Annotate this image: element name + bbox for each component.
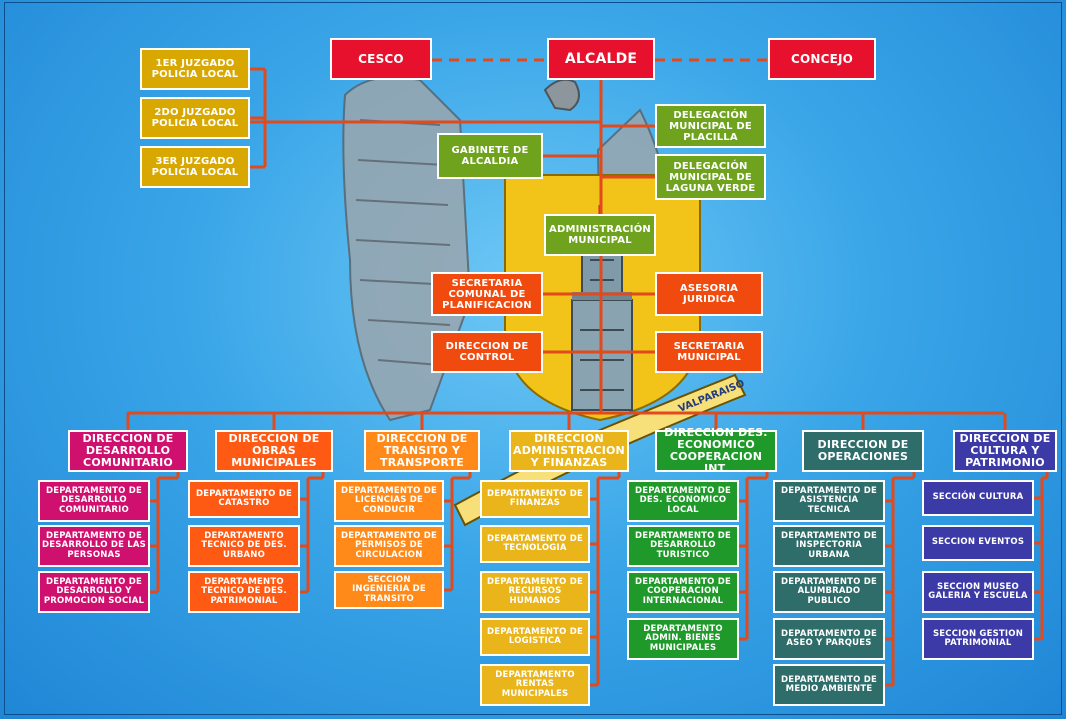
direction-7-title-box: DIRECCION DE CULTURA Y PATRIMONIO <box>953 430 1057 472</box>
direction-2-department-2-box: DEPARTAMENTO TECNICO DE DES. URBANO <box>188 525 300 567</box>
juzgado-2-box: 2DO JUZGADO POLICIA LOCAL <box>140 97 250 139</box>
direction-7-department-4-box: SECCION GESTION PATRIMONIAL <box>922 618 1034 660</box>
direction-1-department-2-box: DEPARTAMENTO DE DESARROLLO DE LAS PERSON… <box>38 525 150 567</box>
delegacion-placilla-box: DELEGACIÓN MUNICIPAL DE PLACILLA <box>655 104 766 148</box>
direction-6-title-box: DIRECCION DE OPERACIONES <box>802 430 924 472</box>
direction-6-department-1-box: DEPARTAMENTO DE ASISTENCIA TECNICA <box>773 480 885 522</box>
direction-3-department-3-box: SECCION INGENIERIA DE TRANSITO <box>334 571 444 609</box>
secretaria-municipal-box: SECRETARIA MUNICIPAL <box>655 331 763 373</box>
delegacion-laguna-verde-box: DELEGACIÓN MUNICIPAL DE LAGUNA VERDE <box>655 154 766 200</box>
direction-2-department-1-box: DEPARTAMENTO DE CATASTRO <box>188 480 300 518</box>
direction-4-department-3-box: DEPARTAMENTO DE RECURSOS HUMANOS <box>480 571 590 613</box>
direction-7-department-2-box: SECCION EVENTOS <box>922 525 1034 561</box>
administracion-municipal-box: ADMINISTRACIÓN MUNICIPAL <box>544 214 656 256</box>
direction-1-department-3-box: DEPARTAMENTO DE DESARROLLO Y PROMOCION S… <box>38 571 150 613</box>
direction-1-department-1-box: DEPARTAMENTO DE DESARROLLO COMUNITARIO <box>38 480 150 522</box>
direction-3-department-2-box: DEPARTAMENTO DE PERMISOS DE CIRCULACION <box>334 525 444 567</box>
direction-4-department-1-box: DEPARTAMENTO DE FINANZAS <box>480 480 590 518</box>
juzgado-1-box: 1ER JUZGADO POLICIA LOCAL <box>140 48 250 90</box>
secplan-box: SECRETARIA COMUNAL DE PLANIFICACION <box>431 272 543 316</box>
concejo-box: CONCEJO <box>768 38 876 80</box>
direction-3-title-box: DIRECCION DE TRANSITO Y TRANSPORTE <box>364 430 480 472</box>
direction-2-title-box: DIRECCION DE OBRAS MUNICIPALES <box>215 430 333 472</box>
direction-3-department-1-box: DEPARTAMENTO DE LICENCIAS DE CONDUCIR <box>334 480 444 522</box>
direccion-control-box: DIRECCION DE CONTROL <box>431 331 543 373</box>
direction-4-department-5-box: DEPARTAMENTO RENTAS MUNICIPALES <box>480 664 590 706</box>
direction-7-department-3-box: SECCION MUSEO GALERIA Y ESCUELA <box>922 571 1034 613</box>
direction-5-department-4-box: DEPARTAMENTO ADMIN. BIENES MUNICIPALES <box>627 618 739 660</box>
juzgado-3-box: 3ER JUZGADO POLICIA LOCAL <box>140 146 250 188</box>
cesco-box: CESCO <box>330 38 432 80</box>
direction-6-department-4-box: DEPARTAMENTO DE ASEO Y PARQUES <box>773 618 885 660</box>
direction-1-title-box: DIRECCION DE DESARROLLO COMUNITARIO <box>68 430 188 472</box>
gabinete-box: GABINETE DE ALCALDIA <box>437 133 543 179</box>
direction-6-department-3-box: DEPARTAMENTO DE ALUMBRADO PUBLICO <box>773 571 885 613</box>
direction-6-department-5-box: DEPARTAMENTO DE MEDIO AMBIENTE <box>773 664 885 706</box>
direction-4-department-2-box: DEPARTAMENTO DE TECNOLOGIA <box>480 525 590 563</box>
direction-5-title-box: DIRECCION DES. ECONOMICO COOPERACION INT… <box>655 427 777 475</box>
direction-2-department-3-box: DEPARTAMENTO TECNICO DE DES. PATRIMONIAL <box>188 571 300 613</box>
direction-4-title-box: DIRECCION ADMINISTRACION Y FINANZAS <box>509 430 629 472</box>
direction-5-department-2-box: DEPARTAMENTO DE DESARROLLO TURISTICO <box>627 525 739 567</box>
direction-6-department-2-box: DEPARTAMENTO DE INSPECTORIA URBANA <box>773 525 885 567</box>
direction-7-department-1-box: SECCIÓN CULTURA <box>922 480 1034 516</box>
direction-5-department-1-box: DEPARTAMENTO DE DES. ECONOMICO LOCAL <box>627 480 739 522</box>
alcalde-box: ALCALDE <box>547 38 655 80</box>
direction-5-department-3-box: DEPARTAMENTO DE COOPERACION INTERNACIONA… <box>627 571 739 613</box>
direction-4-department-4-box: DEPARTAMENTO DE LOGISTICA <box>480 618 590 656</box>
asesoria-juridica-box: ASESORIA JURIDICA <box>655 272 763 316</box>
